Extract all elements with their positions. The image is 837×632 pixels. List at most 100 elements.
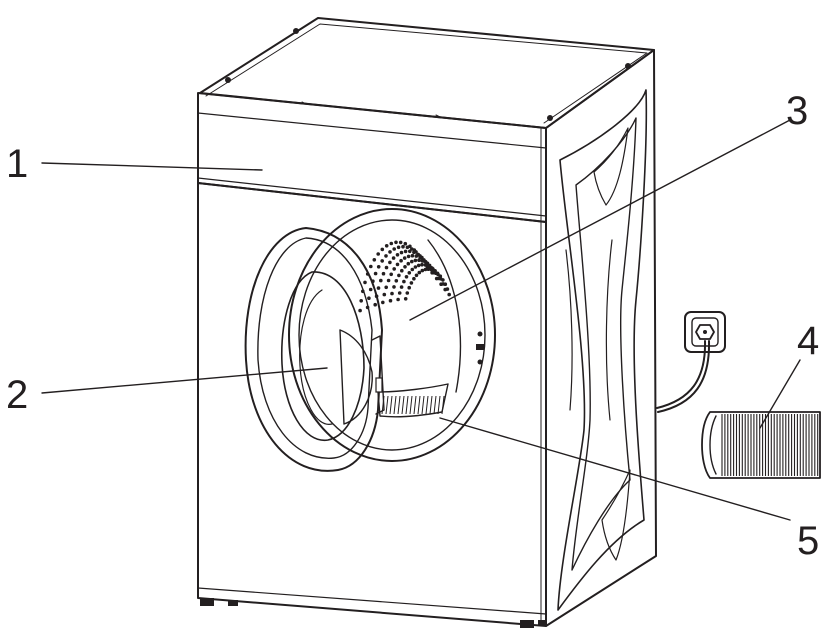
drum-opening (288, 208, 496, 462)
filter-mesh-line (413, 395, 417, 415)
drum-perforation (413, 265, 418, 269)
drum-perforation (376, 252, 381, 256)
drum-perforation (384, 265, 389, 270)
drum-perforation (405, 291, 410, 295)
drum-perforation (420, 259, 425, 263)
drum-perforation (399, 258, 403, 263)
drum-perforation (420, 262, 424, 267)
drum-perforation (381, 300, 385, 305)
drum-perforation (392, 267, 397, 271)
drum-perforation (401, 244, 405, 249)
drum-perforation (414, 273, 419, 278)
drum-perforation (402, 279, 406, 284)
drum-perforation (435, 271, 440, 276)
drum-perforation (381, 271, 386, 276)
leader-5 (439, 417, 791, 521)
drum-perforation (396, 297, 400, 302)
drum-perforation (398, 240, 403, 245)
drum-perforation (406, 261, 411, 266)
drum-perforation (380, 259, 385, 263)
drum-perforation (389, 272, 394, 277)
filter-mesh-line (389, 395, 393, 415)
drum-perforation (368, 287, 373, 292)
callout-leaders (41, 119, 801, 521)
door (244, 227, 385, 472)
drum-perforation (397, 273, 401, 278)
leader-4 (759, 359, 801, 429)
callout-1: 1 (6, 142, 28, 186)
drum-perforation (379, 278, 383, 283)
drum-perforation (392, 285, 396, 289)
drum-perforation (410, 259, 414, 264)
drum-perforation (423, 267, 428, 272)
drum-perforation (382, 292, 387, 297)
filter-mesh-line (433, 395, 437, 415)
drum-perforation (410, 253, 415, 258)
drum-perforation (388, 298, 393, 303)
drum-perforation (388, 250, 392, 254)
drum-perforation (441, 278, 445, 282)
drum-perforation (373, 302, 378, 307)
drum-perforation (445, 287, 450, 291)
callout-2: 2 (6, 373, 28, 417)
callout-5: 5 (797, 519, 819, 563)
drum-perforation (380, 247, 385, 252)
drum-perforation (403, 241, 408, 246)
drum-perforation (405, 245, 410, 250)
drum-perforation (388, 260, 392, 265)
drum-perforation (384, 254, 388, 258)
filter-mesh-line (425, 395, 429, 415)
drum-perforation (408, 249, 412, 254)
drum-perforation (376, 286, 381, 290)
drum-perforation (432, 269, 437, 273)
drum-perforation (363, 280, 367, 285)
drum-perforation (397, 291, 402, 295)
drum-perforation (407, 271, 412, 275)
drum-perforation (400, 268, 404, 273)
drum-perforation (372, 258, 377, 262)
filter-mesh-line (417, 395, 421, 415)
drum-perforation (403, 297, 408, 301)
drum-perforation (392, 247, 397, 251)
drum-perforation (409, 281, 414, 285)
drum-perforation (391, 256, 396, 260)
drum-perforation (412, 250, 416, 255)
filter-mesh-line (409, 395, 413, 415)
drum-perforation (413, 258, 418, 263)
drum-perforation (423, 263, 428, 267)
filter-mesh-line (405, 395, 409, 415)
filter-mesh-line (437, 395, 441, 415)
drum-perforation (414, 254, 419, 258)
leader-3 (409, 119, 791, 321)
drum-perforation (396, 245, 401, 250)
drum-perforation (395, 253, 400, 257)
leader-2 (41, 367, 328, 394)
drum-perforation (399, 285, 404, 289)
filter-mesh-line (385, 395, 389, 415)
drum-perforation (426, 267, 431, 272)
drum-perforation (418, 255, 423, 260)
drum-perforation (420, 268, 425, 273)
callout-3: 3 (786, 89, 808, 133)
filter-mesh-line (421, 395, 425, 415)
callout-4: 4 (797, 319, 819, 363)
filter-mesh-line (397, 395, 401, 415)
drum-perforation (373, 271, 378, 276)
drum-perforation (438, 274, 443, 279)
power-socket-icon (656, 311, 726, 413)
drum-perforation (376, 265, 381, 269)
drum-perforation (447, 292, 452, 297)
filter-mesh-line (401, 395, 405, 415)
drum-perforation (394, 279, 399, 283)
drum-perforation (384, 244, 389, 248)
drum-perforation (403, 249, 408, 254)
filter-mesh-line (393, 395, 397, 415)
drum-perforation (369, 264, 373, 269)
drum-perforation (358, 308, 362, 313)
drum-perforation (389, 241, 394, 246)
drum-perforation (416, 263, 421, 268)
drum-perforation (426, 264, 431, 268)
drum-perforation (359, 299, 364, 303)
drum-perforation (402, 256, 407, 260)
drum-perforation (412, 276, 416, 281)
